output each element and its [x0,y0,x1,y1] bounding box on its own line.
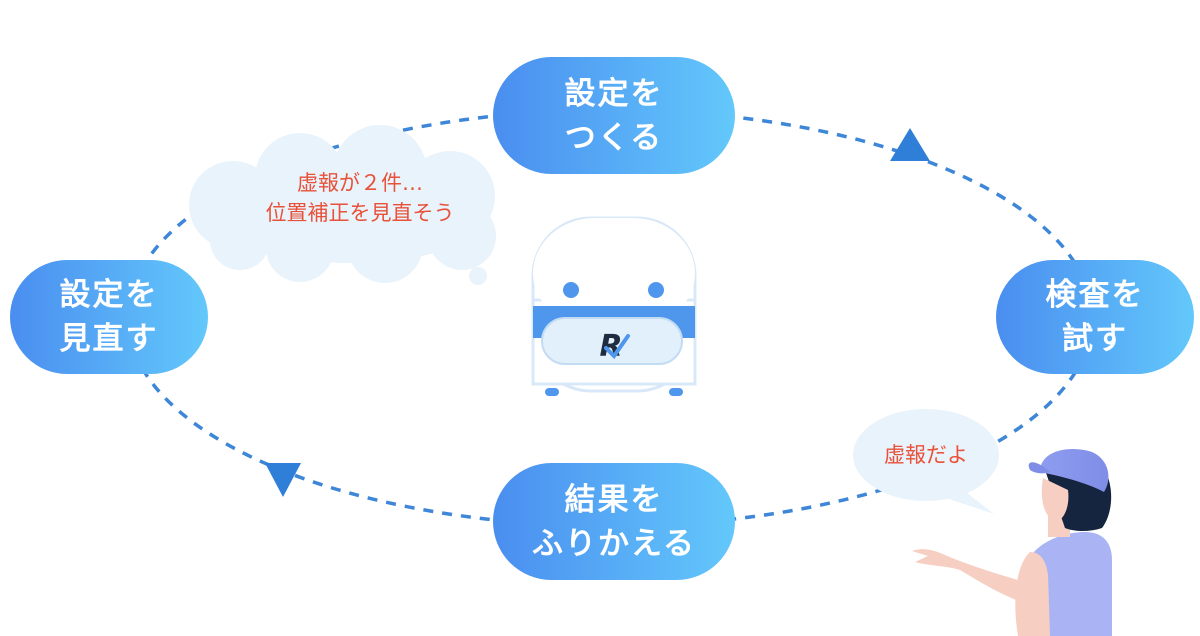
person-illustration [912,449,1112,636]
step-create-settings: 設定を つくる [493,57,735,174]
step-review-results: 結果を ふりかえる [493,463,735,580]
thought-bubble [189,125,496,285]
person-arm [912,549,1035,604]
speech-bubble-text: 虚報だよ [884,443,968,467]
speech-bubble [853,409,999,514]
cycle-arrow-down-icon [265,463,301,497]
thought-bubble-text: 虚報が２件… 位置補正を見直そう [265,171,455,225]
step-review-results-label: 結果を ふりかえる [531,481,697,562]
robot-logo-check-icon [604,334,630,360]
robot-left-eye [563,282,579,298]
step-test-inspection-label: 検査を 試す [1045,277,1145,357]
step-test-inspection: 検査を 試す [996,260,1194,374]
step-create-settings-label: 設定を つくる [564,75,664,156]
step-revise-settings: 設定を 見直す [10,260,208,374]
robot-illustration: R [531,216,697,396]
step-revise-settings-label: 設定を 見直す [59,277,159,357]
person-cap-icon [1040,449,1109,492]
cycle-arrow-up-icon [890,128,930,161]
robot-right-eye [648,282,664,298]
robot-screen [541,317,683,365]
